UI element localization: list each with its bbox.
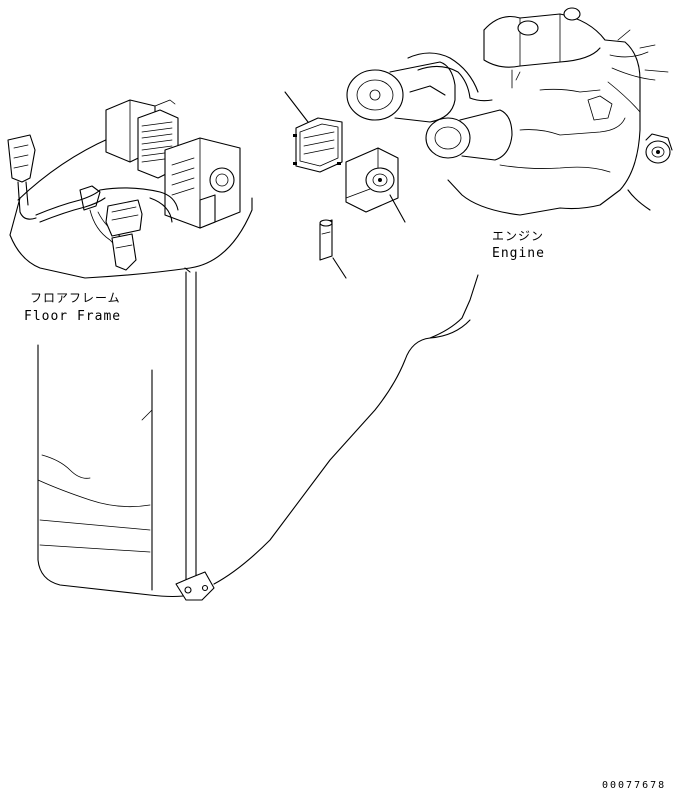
engine-label-jp: エンジン <box>492 229 544 243</box>
floor-frame-label-jp: フロアフレーム <box>30 291 121 305</box>
engine-label-en: Engine <box>492 246 545 261</box>
engine-assembly-icon <box>346 7 673 339</box>
condenser-icon <box>284 91 343 173</box>
drawing-number: 00077678 <box>602 780 666 791</box>
receiver-drier-icon <box>319 219 347 279</box>
compressor-icon <box>345 147 406 223</box>
floor-frame-assembly-icon <box>7 99 253 279</box>
cab-frame-lower <box>37 271 471 601</box>
floor-frame-label-en: Floor Frame <box>24 309 121 324</box>
